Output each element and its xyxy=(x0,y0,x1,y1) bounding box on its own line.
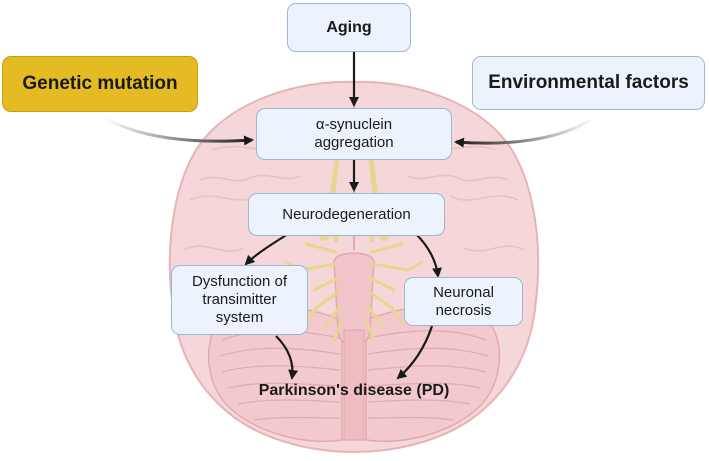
environmental-factors-node: Environmental factors xyxy=(472,56,705,110)
arrow-genetic-to-synuclein xyxy=(104,116,254,146)
genetic-mutation-node: Genetic mutation xyxy=(2,56,198,112)
necrosis-node: Neuronal necrosis xyxy=(404,277,523,326)
arrow-dysfunction-to-pd xyxy=(275,335,299,380)
neurodegeneration-node: Neurodegeneration xyxy=(248,193,445,236)
dysfunction-node: Dysfunction of transimitter system xyxy=(171,265,308,335)
synuclein-node: α-synuclein aggregation xyxy=(256,108,452,160)
aging-node: Aging xyxy=(287,3,411,52)
parkinsons-disease-label: Parkinson's disease (PD) xyxy=(258,382,450,399)
arrow-environmental-to-synuclein xyxy=(454,116,595,148)
arrow-necrosis-to-pd xyxy=(396,325,434,380)
arrow-neurodegeneration-to-dysfunction xyxy=(244,233,289,266)
arrows xyxy=(104,52,595,380)
arrow-neurodegeneration-to-necrosis xyxy=(415,233,442,278)
